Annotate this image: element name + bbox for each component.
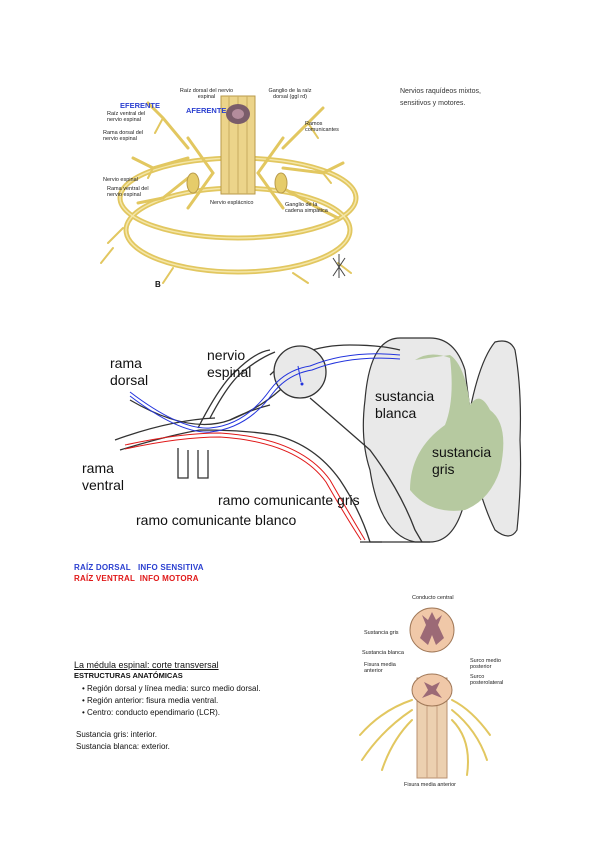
section-heading: La médula espinal: corte transversal xyxy=(74,660,219,670)
label-rama-dorsal-line2: dorsal xyxy=(110,372,149,388)
legend-ventral: RAÍZ VENTRAL INFO MOTORA xyxy=(74,574,199,583)
label-nervio-espinal: Nervio espinal xyxy=(103,177,138,183)
legend-dorsal: RAÍZ DORSAL INFO SENSITIVA xyxy=(74,563,204,572)
list-item: • Centro: conducto ependimario (LCR). xyxy=(82,708,220,717)
top-note-line-1: Nervios raquídeos mixtos, xyxy=(400,88,481,95)
label-nervio-line1: nervio xyxy=(207,347,246,363)
figure-spinal-nerve-schematic: rama dorsal nervio espinal sustancia bla… xyxy=(70,330,530,548)
schematic-diagram xyxy=(114,337,522,543)
label-nervio-line2: espinal xyxy=(207,364,252,380)
label-rama-dorsal: Rama dorsal del nervio espinal xyxy=(103,130,144,142)
label-fisura-fig3: Fisura media anterior xyxy=(364,662,396,674)
label-comunicante-blanco: ramo comunicante blanco xyxy=(136,512,297,528)
gris-note: Sustancia gris: interior. xyxy=(76,730,157,739)
list-item: • Región anterior: fisura media ventral. xyxy=(82,696,219,705)
label-sustancia-blanca-fig3: Sustancia blanca xyxy=(362,650,404,656)
structures-list: • Región dorsal y línea media: surco med… xyxy=(82,683,260,719)
label-ganglio-raiz: Ganglio de la raíz dorsal (ggl rd) xyxy=(268,88,312,100)
label-rama-ventral: Rama ventral del nervio espinal xyxy=(107,186,149,198)
text-block: La médula espinal: corte transversal EST… xyxy=(74,660,260,753)
label-surco-posterior: Surco medio posterior xyxy=(470,658,501,670)
label-conducto-central: Conducto central xyxy=(412,595,454,601)
label-sustancia-blanca-line2: blanca xyxy=(375,405,417,421)
figure-spinal-nerves: EFERENTE AFERENTE B Raíz ventral del ner… xyxy=(93,78,363,300)
figure-letter-b: B xyxy=(155,280,161,289)
label-ganglio-cadena: Ganglio de la cadena simpática xyxy=(285,202,328,214)
label-ramos: Ramos comunicantes xyxy=(305,121,339,133)
label-raiz-ventral: Raíz ventral del nervio espinal xyxy=(107,111,146,123)
efferent-label: EFERENTE xyxy=(120,101,161,110)
label-nervio-esplacnico: Nervio esplácnico xyxy=(210,200,254,206)
blanca-note: Sustancia blanca: exterior. xyxy=(76,742,170,751)
legend: RAÍZ DORSAL INFO SENSITIVA RAÍZ VENTRAL … xyxy=(74,562,204,584)
section-subheading: ESTRUCTURAS ANATÓMICAS xyxy=(74,671,183,680)
cross-section-illustration xyxy=(359,607,491,779)
label-comunicante-gris: ramo comunicante gris xyxy=(218,492,360,508)
label-surco-posterolateral: Surco posterolateral xyxy=(470,674,504,686)
label-rama-dorsal-line1: rama xyxy=(110,355,142,371)
spinal-nerves-illustration xyxy=(100,95,359,284)
label-sustancia-gris-fig3: Sustancia gris xyxy=(364,630,399,636)
label-rama-ventral-line1: rama xyxy=(82,460,114,476)
label-sustancia-gris-line2: gris xyxy=(432,461,455,477)
afferent-label: AFERENTE xyxy=(186,106,227,115)
top-note: Nervios raquídeos mixtos, sensitivos y m… xyxy=(400,86,481,110)
label-rama-ventral-line2: ventral xyxy=(82,477,125,493)
figure-cross-section: Conducto central Sustancia gris Sustanci… xyxy=(352,590,503,790)
top-note-line-2: sensitivos y motores. xyxy=(400,100,466,107)
list-item: • Región dorsal y línea media: surco med… xyxy=(82,684,261,693)
label-raiz-dorsal: Raíz dorsal del nervio espinal xyxy=(179,88,234,100)
label-fisura-bottom: Fisura media anterior xyxy=(404,782,456,788)
label-sustancia-gris-line1: sustancia xyxy=(432,444,492,460)
label-sustancia-blanca-line1: sustancia xyxy=(375,388,435,404)
